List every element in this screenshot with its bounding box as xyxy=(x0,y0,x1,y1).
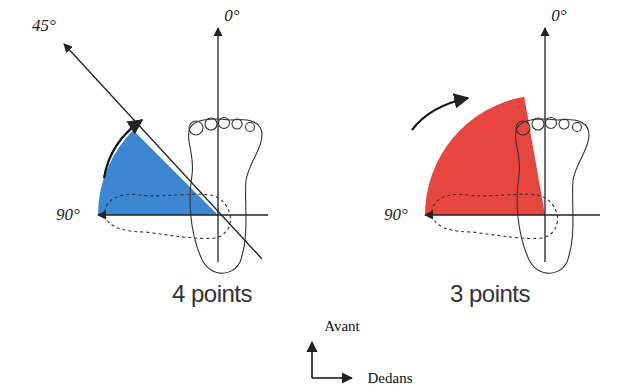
axis-0 xyxy=(217,28,218,262)
rotation-arrow xyxy=(412,98,468,130)
axis-45 xyxy=(64,44,262,259)
angle-label: 90° xyxy=(384,206,408,225)
direction-label: Avant xyxy=(322,317,362,336)
angle-label: 45° xyxy=(32,17,56,36)
score-label: 4 points xyxy=(172,281,252,307)
score-label: 3 points xyxy=(450,281,530,307)
axis-90 xyxy=(98,214,268,215)
axis-90 xyxy=(425,214,600,215)
foot-outline xyxy=(432,118,589,274)
angle-label: 0° xyxy=(224,7,239,26)
orientation-arrow xyxy=(311,342,313,378)
blue-sector xyxy=(98,130,218,215)
foot-outline xyxy=(105,118,262,274)
angle-label: 90° xyxy=(56,206,80,225)
axis-0 xyxy=(544,28,545,262)
angle-label: 0° xyxy=(551,7,566,26)
rotation-arrow xyxy=(104,120,142,178)
orientation-arrow xyxy=(312,377,352,379)
direction-label: Dedans xyxy=(366,369,415,388)
